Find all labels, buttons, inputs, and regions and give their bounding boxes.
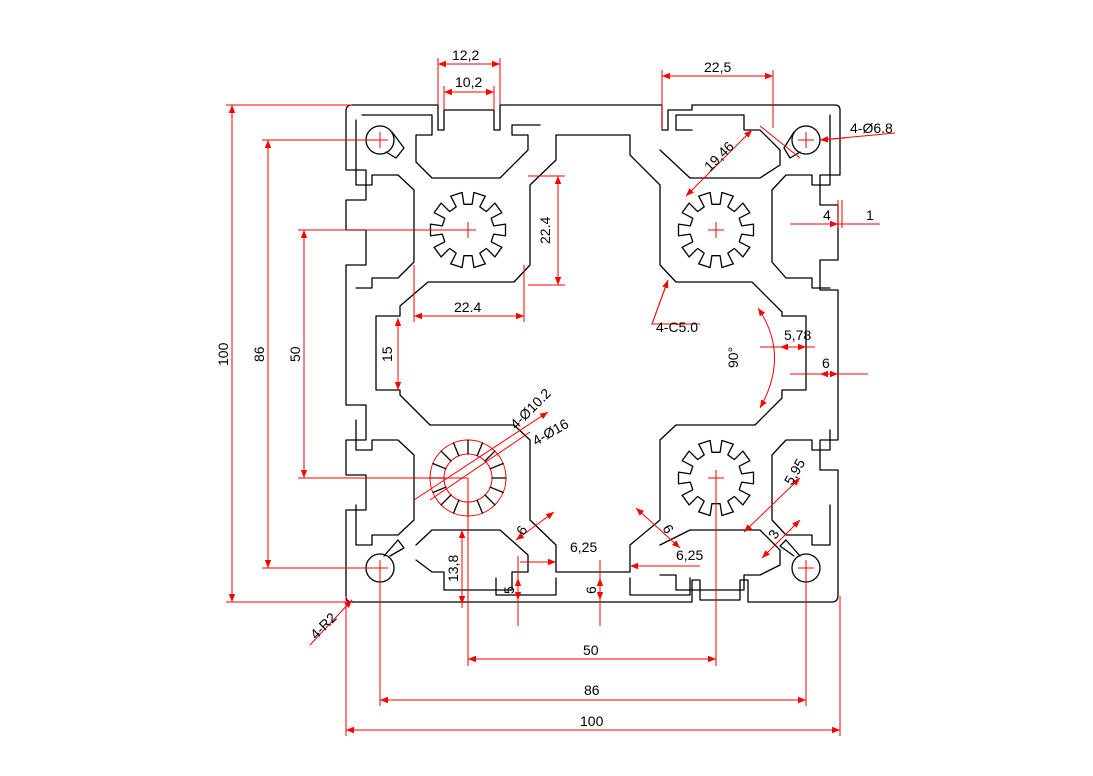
label-overall-50-h: 50 <box>287 346 303 362</box>
corner-hole-bottom-right <box>779 539 821 583</box>
label-diag-595: 5,95 <box>781 456 809 488</box>
outer-contour <box>345 104 841 603</box>
ring-rib <box>440 450 452 462</box>
label-bottom-6-right: 6 <box>659 522 677 537</box>
label-radius: 4-R2 <box>307 609 340 642</box>
label-diagonal-19: 19,46 <box>701 138 737 174</box>
ring-rib <box>489 462 504 470</box>
lobe-bottom-right <box>771 429 831 546</box>
label-bottom-6-center: 6 <box>583 586 599 594</box>
label-corner-hole: 4-Ø6.8 <box>850 120 893 136</box>
ring-rib <box>476 442 484 457</box>
label-bottom-6-left: 6 <box>513 523 531 538</box>
slot-bottom-right <box>659 529 781 591</box>
label-overall-100-h: 100 <box>215 342 231 366</box>
gear-hole-bottom-right <box>677 439 755 517</box>
label-top-right-width: 22,5 <box>704 59 731 75</box>
lobe-top-left <box>355 119 415 289</box>
center-marks <box>372 132 814 576</box>
label-top-slot-inner: 10,2 <box>455 74 482 90</box>
lobe-bottom-left <box>355 419 415 546</box>
label-top-slot-outer: 12,2 <box>452 47 479 63</box>
label-angle: 90° <box>725 347 741 368</box>
bottom-center-slot <box>495 577 691 596</box>
gear-hole-top-left <box>429 191 507 269</box>
label-right-1: 1 <box>866 207 874 223</box>
dimension-lines <box>226 58 896 736</box>
ring-rib <box>476 499 484 514</box>
profile-outline <box>345 104 841 603</box>
corner-hole-top-right <box>783 125 821 159</box>
ring-rib <box>440 494 452 506</box>
label-overall-86-h: 86 <box>251 346 267 362</box>
label-right-6: 6 <box>822 355 830 371</box>
ring-rib <box>432 486 447 494</box>
label-left-15: 15 <box>379 346 395 362</box>
label-overall-50-w: 50 <box>583 642 599 658</box>
central-cavity <box>375 134 807 573</box>
label-inner-height: 22.4 <box>537 217 553 244</box>
label-right-578: 5,78 <box>784 327 811 343</box>
gear-hole-top-right <box>677 191 755 269</box>
label-right-4: 4 <box>823 207 831 223</box>
label-inner-width: 22.4 <box>454 299 481 315</box>
ring-rib <box>484 450 496 462</box>
ring-rib <box>452 442 460 457</box>
label-bottom-5: 5 <box>501 586 517 594</box>
ring-rib <box>452 499 460 514</box>
ring-rib <box>432 462 447 470</box>
label-bottom-138: 13,8 <box>445 555 461 582</box>
label-overall-100-w: 100 <box>580 713 604 729</box>
dimension-labels: 12,2 10,2 22,5 4-Ø6.8 19,46 4 1 22.4 22.… <box>215 47 893 729</box>
label-chamfer: 4-C5.0 <box>656 319 698 335</box>
ring-rib <box>484 494 496 506</box>
slot-top-left <box>361 114 541 179</box>
corner-hole-top-left <box>365 125 405 159</box>
slot-bottom-left <box>415 529 529 591</box>
corner-hole-bottom-left <box>365 539 405 583</box>
ring-rib <box>489 486 504 494</box>
label-overall-86-w: 86 <box>584 682 600 698</box>
label-bottom-625-left: 6,25 <box>570 539 597 555</box>
lobe-top-right <box>771 114 831 289</box>
label-bottom-625-right: 6,25 <box>676 547 703 563</box>
